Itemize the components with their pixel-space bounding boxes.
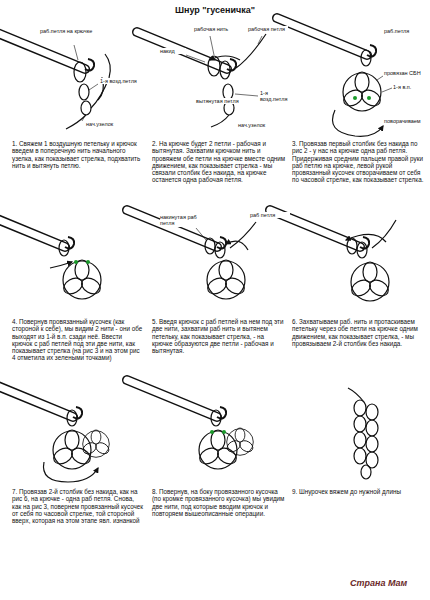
watermark: Страна Мам [350, 578, 424, 588]
part-label: рабочая петля [248, 26, 288, 32]
step-caption: 2. На крючке будет 2 петли - рабочая и в… [152, 140, 286, 184]
panel-3-figure [277, 18, 392, 136]
part-label: накид [160, 48, 186, 54]
step-caption: 9. Шнурочек вяжем до нужной длины [292, 488, 424, 495]
step-caption: 5. Введя крючок с раб петлей на нем под … [152, 318, 286, 354]
part-label: нач.узелок [86, 121, 136, 127]
part-label: раб.петля на крючке [40, 28, 110, 34]
panel-6-figure [270, 210, 396, 301]
panel-7-figure [0, 380, 111, 482]
panel-4-figure [0, 210, 103, 299]
step-caption: 3. Провязав первый столбик без накида по… [292, 140, 424, 184]
panel-5-figure [127, 210, 256, 299]
part-label: накинутая раб петля [160, 214, 210, 227]
part-label: провязан СБН [384, 70, 424, 76]
part-label: поворачиваем [384, 118, 424, 124]
panel-9-figure [348, 388, 378, 479]
step-caption: 1. Свяжем 1 воздушную петельку и крючок … [12, 140, 144, 169]
step-caption: 8. Повернув, на боку провязанного кусочк… [152, 488, 286, 517]
panel-8-figure [127, 380, 255, 469]
panel-2-figure [137, 32, 266, 127]
title: Шнур "гусеничка" [10, 5, 420, 15]
part-label: раб петля [250, 212, 290, 218]
part-label: вытянутая петля [196, 98, 252, 104]
panel-1-figure [0, 32, 110, 129]
step-caption: 6. Захватываем раб. нить и протаскиваем … [292, 318, 424, 347]
step-caption: 7. Провязав 2-й столбик без накида, как … [12, 488, 144, 524]
part-label: рабочая нить [194, 26, 234, 32]
part-label: 1-я в.п. [393, 84, 423, 90]
part-label: раб.петля [384, 28, 424, 34]
step-caption: 4. Повернув провязанный кусочек (как сто… [12, 318, 144, 362]
part-label: нач.узелок [238, 122, 284, 128]
part-label: 1-я возд.петля [260, 90, 288, 103]
part-label: 1-я возд.петля [100, 78, 144, 84]
